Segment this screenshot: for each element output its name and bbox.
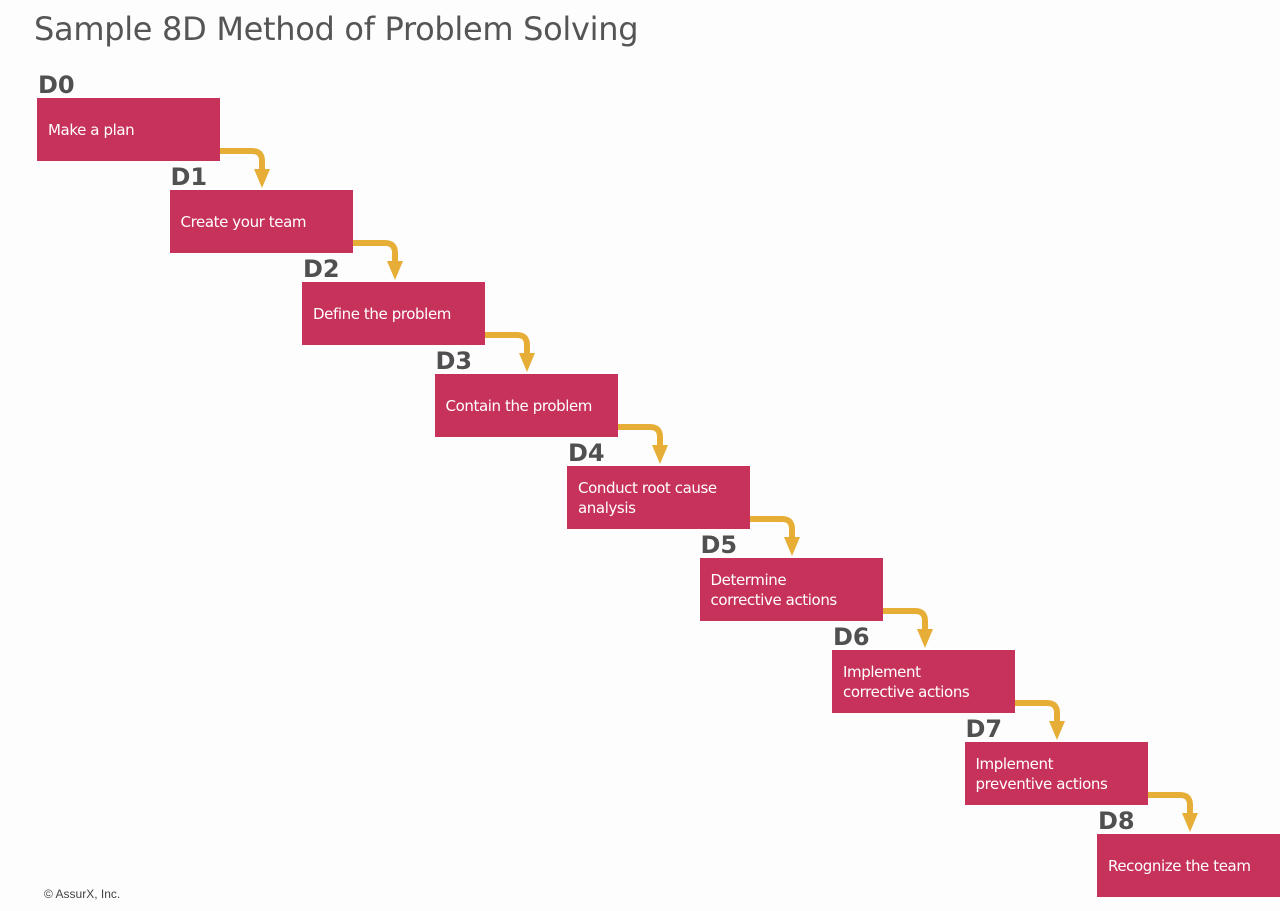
step-label-d8: D8	[1098, 807, 1135, 835]
arrow-down-right-icon	[220, 148, 270, 188]
arrow-down-right-icon	[1015, 700, 1065, 740]
step-text: Define the problem	[313, 304, 451, 323]
diagram-title: Sample 8D Method of Problem Solving	[34, 10, 639, 48]
step-text: Create your team	[180, 212, 307, 231]
step-label-d6: D6	[833, 623, 870, 651]
step-text: Determine corrective actions	[710, 570, 838, 609]
step-text: Recognize the team	[1108, 856, 1251, 875]
step-text: Make a plan	[48, 120, 135, 139]
arrow-down-right-icon	[617, 424, 668, 464]
step-box-d4: Conduct root cause analysis	[567, 466, 750, 529]
step-label-d1: D1	[170, 163, 208, 191]
step-text: Implement preventive actions	[975, 754, 1108, 793]
arrow-down-right-icon	[750, 516, 800, 556]
arrow-down-right-icon	[882, 608, 933, 648]
arrow-down-right-icon	[485, 332, 535, 372]
copyright-footer: © AssurX, Inc.	[44, 887, 121, 901]
step-text: Implement corrective actions	[843, 662, 970, 701]
step-text: Conduct root cause analysis	[578, 478, 717, 517]
step-box-d7: Implement preventive actions	[964, 742, 1148, 805]
step-box-d3: Contain the problem	[434, 374, 618, 437]
step-label-d0: D0	[38, 71, 75, 99]
step-label-d4: D4	[568, 439, 605, 467]
step-box-d8: Recognize the team	[1097, 834, 1280, 897]
step-label-d3: D3	[435, 347, 473, 375]
step-label-d7: D7	[965, 715, 1003, 743]
step-text: Contain the problem	[445, 396, 593, 415]
arrow-down-right-icon	[352, 240, 403, 280]
arrow-down-right-icon	[1147, 792, 1198, 832]
step-label-d2: D2	[303, 255, 340, 283]
step-box-d5: Determine corrective actions	[699, 558, 883, 621]
step-box-d0: Make a plan	[37, 98, 220, 161]
step-box-d1: Create your team	[169, 190, 353, 253]
step-box-d2: Define the problem	[302, 282, 485, 345]
step-box-d6: Implement corrective actions	[832, 650, 1015, 713]
step-label-d5: D5	[700, 531, 738, 559]
